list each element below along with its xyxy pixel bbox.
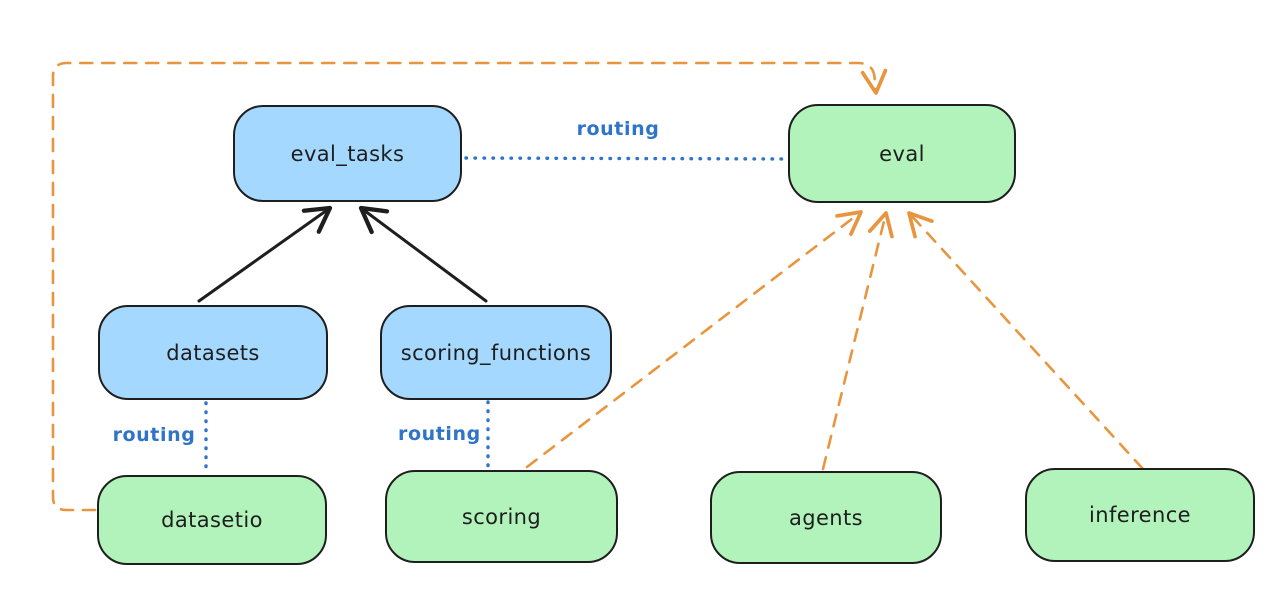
node-eval-tasks: eval_tasks (233, 105, 462, 202)
node-datasetio: datasetio (97, 475, 327, 565)
edge-agents-to-eval (821, 211, 894, 471)
edge-inference-to-eval (907, 211, 1145, 471)
node-label: datasets (166, 340, 260, 365)
node-label: datasetio (161, 508, 263, 532)
node-scoring: scoring (385, 470, 618, 563)
node-label: eval_tasks (290, 141, 405, 166)
edge-label-routing-datasets: routing (112, 424, 196, 446)
node-label: eval (879, 141, 925, 166)
node-label: scoring (461, 504, 542, 529)
node-label: inference (1089, 503, 1191, 527)
edge-eval-tasks-to-eval-routing (464, 156, 788, 161)
node-label: scoring_functions (400, 340, 592, 365)
node-scoring-functions: scoring_functions (380, 305, 612, 400)
node-eval: eval (788, 104, 1016, 203)
edge-scoring-to-eval (525, 210, 863, 469)
node-label: agents (788, 505, 863, 530)
edge-scoring-functions-to-eval-tasks (358, 205, 488, 303)
node-agents: agents (710, 471, 942, 564)
edge-label-routing-scoring: routing (398, 423, 481, 445)
node-inference: inference (1025, 468, 1255, 562)
node-datasets: datasets (98, 305, 328, 400)
edge-datasets-to-eval-tasks (197, 205, 333, 303)
edge-datasetio-to-eval (51, 61, 888, 512)
edge-label-routing-top: routing (576, 118, 660, 140)
